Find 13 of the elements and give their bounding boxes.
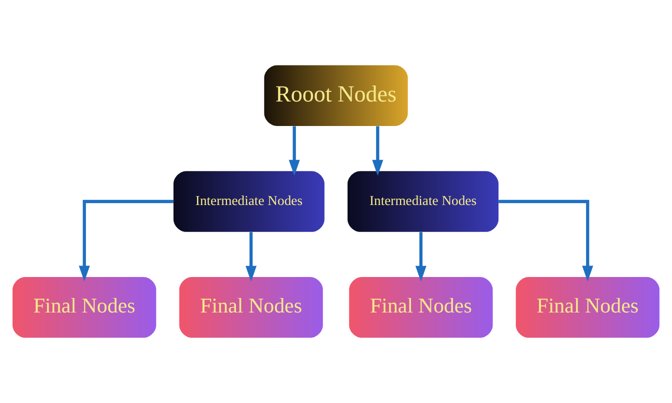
arrow <box>78 200 174 282</box>
node-box: Intermediate Nodes <box>348 171 499 232</box>
arrow <box>372 126 384 176</box>
node-box: Rooot Nodes <box>264 65 408 126</box>
arrow <box>415 232 426 282</box>
node-box: Intermediate Nodes <box>173 171 324 232</box>
node-box: Final Nodes <box>179 277 323 338</box>
node-box: Final Nodes <box>12 277 156 338</box>
arrow <box>246 232 257 282</box>
arrow <box>498 200 594 282</box>
arrow <box>288 126 300 176</box>
node-box: Final Nodes <box>516 277 660 338</box>
node-box: Final Nodes <box>349 277 493 338</box>
